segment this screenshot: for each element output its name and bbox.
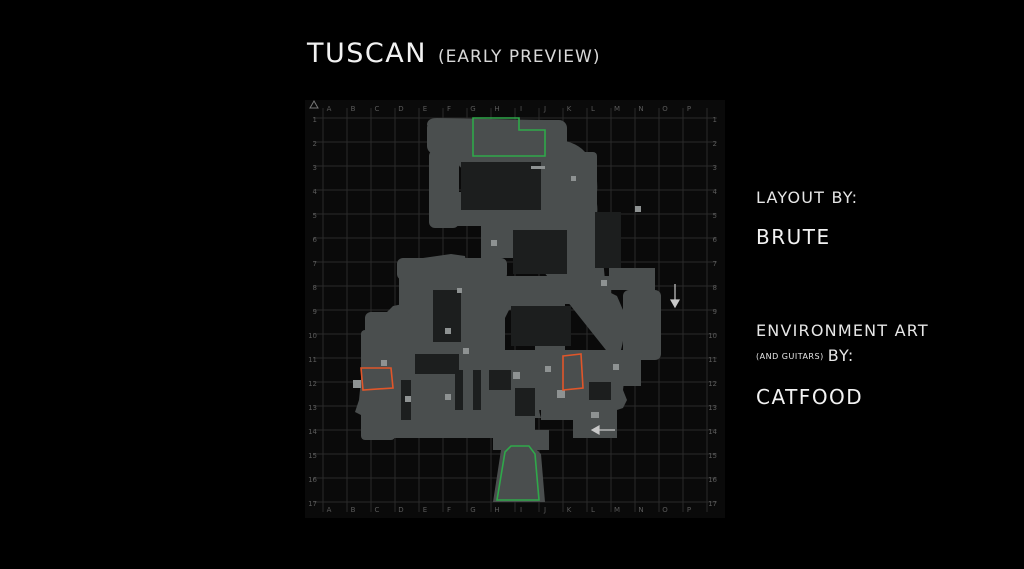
column-label: M (614, 506, 620, 514)
row-label: 7 (313, 260, 317, 268)
guitars-note: (AND GUITARS) (756, 352, 824, 361)
column-label: H (494, 105, 499, 113)
row-label: 1 (313, 116, 317, 124)
column-label: M (614, 105, 620, 113)
row-label: 13 (308, 404, 317, 412)
column-label: J (543, 105, 546, 113)
layout-credit-name: BRUTE (756, 225, 831, 249)
environment-credit-name: CATFOOD (756, 385, 864, 409)
row-label: 7 (713, 260, 717, 268)
row-label: 6 (713, 236, 718, 244)
column-label: F (447, 506, 451, 514)
row-label: 8 (313, 284, 317, 292)
column-label: K (567, 105, 572, 113)
row-label: 9 (313, 308, 317, 316)
row-label: 16 (708, 476, 717, 484)
row-label: 15 (708, 452, 717, 460)
column-label: C (375, 105, 380, 113)
row-label: 11 (308, 356, 317, 364)
row-label: 14 (708, 428, 717, 436)
column-label: D (398, 105, 403, 113)
bombsites (360, 353, 584, 391)
row-label: 8 (713, 284, 717, 292)
column-label: B (351, 506, 356, 514)
column-label: I (520, 105, 522, 113)
column-label: E (423, 506, 427, 514)
row-label: 1 (713, 116, 717, 124)
row-label: 17 (308, 500, 317, 508)
row-label: 17 (708, 500, 717, 508)
row-label: 2 (713, 140, 717, 148)
map-name: TUSCAN (307, 38, 427, 69)
environment-credit-label: ENVIRONMENT ART (756, 321, 929, 340)
row-label: 3 (313, 164, 317, 172)
spawn-zones (472, 117, 546, 501)
row-label: 15 (308, 452, 317, 460)
column-label: B (351, 105, 356, 113)
column-label: C (375, 506, 380, 514)
layout-credit-label: LAYOUT BY: (756, 188, 859, 207)
row-label: 12 (308, 380, 317, 388)
map-subtitle: (EARLY PREVIEW) (438, 47, 601, 67)
row-label: 5 (713, 212, 717, 220)
arrow-down-icon-head (669, 299, 681, 309)
column-label: P (687, 105, 691, 113)
column-label: A (327, 506, 332, 514)
column-label: P (687, 506, 691, 514)
row-label: 13 (708, 404, 717, 412)
column-label: G (470, 105, 475, 113)
triangle-icon (309, 100, 319, 109)
column-label: K (567, 506, 572, 514)
row-label: 5 (313, 212, 317, 220)
environment-credit-by: BY: (827, 346, 855, 365)
column-label: F (447, 105, 451, 113)
column-label: D (398, 506, 403, 514)
row-label: 6 (313, 236, 318, 244)
row-label: 4 (713, 188, 718, 196)
map-walls (401, 162, 621, 420)
column-label: G (470, 506, 475, 514)
row-label: 16 (308, 476, 317, 484)
column-label: H (494, 506, 499, 514)
environment-credit-by-line: (AND GUITARS)BY: (756, 346, 854, 365)
column-label: I (520, 506, 522, 514)
column-label: N (638, 105, 643, 113)
row-label: 3 (713, 164, 717, 172)
column-label: L (591, 105, 595, 113)
row-label: 11 (708, 356, 717, 364)
arrows (590, 284, 681, 436)
column-label: O (662, 506, 668, 514)
column-label: L (591, 506, 595, 514)
bombsite-b (562, 353, 584, 391)
row-label: 14 (308, 428, 317, 436)
t-spawn-zone (496, 445, 540, 501)
row-label: 9 (713, 308, 717, 316)
ct-spawn-zone (472, 117, 546, 157)
column-label: E (423, 105, 427, 113)
column-label: J (543, 506, 546, 514)
column-label: A (327, 105, 332, 113)
arrow-left-icon-head (590, 424, 600, 436)
column-label: N (638, 506, 643, 514)
map-props (353, 166, 641, 418)
row-label: 4 (313, 188, 318, 196)
map-title: TUSCAN (EARLY PREVIEW) (307, 38, 600, 69)
row-label: 12 (708, 380, 717, 388)
row-label: 10 (308, 332, 317, 340)
column-label: O (662, 105, 668, 113)
column-labels-bottom: A B C D E F G H I J K L M N O P (327, 506, 692, 514)
row-label: 10 (708, 332, 717, 340)
row-label: 2 (313, 140, 317, 148)
column-labels-top: A B C D E F G H I J K L M N O P (327, 105, 692, 113)
bombsite-a (360, 367, 394, 391)
